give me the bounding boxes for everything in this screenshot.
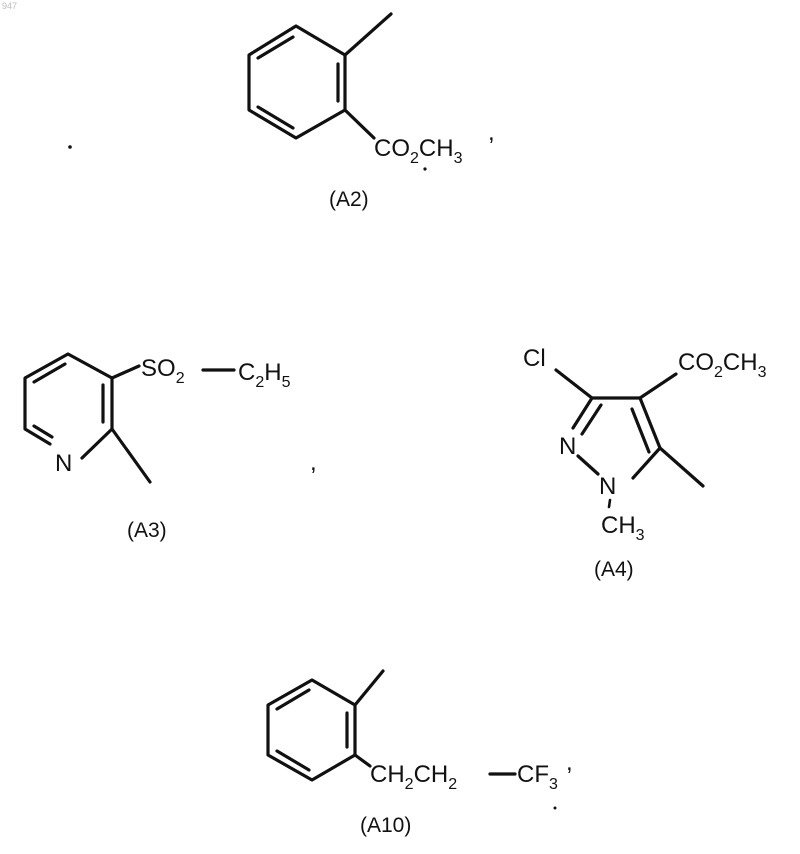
a3-pyridine-ring: [25, 354, 112, 444]
a4-nitrogen-1: N: [599, 473, 616, 500]
page-number: 947: [2, 1, 17, 11]
a10-chain-bond: [355, 755, 370, 766]
a10-inner-double-bond-top: [277, 690, 309, 709]
a4-methyl-bond: [660, 448, 703, 486]
a4-ring-bond-c5-n1: [633, 448, 660, 478]
speck-dot: [68, 145, 72, 149]
a2-label: (A2): [329, 188, 369, 211]
speck-dot: [554, 807, 557, 810]
structure-a2: CO2CH3 , (A2): [249, 14, 495, 211]
a3-inner-double-bond-top: [34, 364, 65, 382]
a3-ring-bond-n-c2: [82, 429, 112, 458]
a10-inner-double-bond-bottom: [277, 751, 309, 770]
a3-ethyl-group: C2H5: [238, 359, 291, 391]
structure-a10: CH2CH2 CF3 , (A10): [268, 671, 573, 837]
a2-methyl-bond: [345, 14, 391, 55]
a3-ring-nitrogen: N: [55, 450, 72, 477]
a4-ester-group: CO2CH3: [678, 349, 767, 381]
structure-a3: N SO2 C2H5 (A3): [25, 354, 291, 542]
a4-ester-bond: [640, 374, 676, 398]
a4-chlorine: Cl: [523, 345, 546, 372]
a3-so2-group: SO2: [141, 355, 185, 387]
speck-dot: [423, 167, 426, 170]
a4-nitrogen-2: N: [559, 433, 576, 460]
a2-benzene-ring: [249, 26, 345, 138]
a10-comma: ,: [566, 749, 573, 776]
a2-ester-bond: [345, 110, 374, 138]
a4-cl-bond: [556, 370, 592, 398]
a3-methyl-bond: [112, 429, 150, 482]
a10-cf3-group: CF3: [517, 761, 558, 793]
a3-label: (A3): [127, 519, 167, 542]
a4-label: (A4): [594, 558, 634, 581]
a10-benzene-ring: [268, 680, 355, 780]
a10-label: (A10): [360, 814, 411, 837]
a4-n-methyl-group: CH3: [601, 512, 645, 544]
structure-a4: Cl N N CO2CH3 CH3 (A4): [523, 345, 767, 581]
a10-chain-group: CH2CH2: [370, 761, 457, 793]
a4-ring-bond-n2-n1: [578, 456, 598, 474]
a3-sulfonyl-bond: [112, 366, 139, 378]
a2-comma: ,: [488, 119, 495, 146]
a10-methyl-bond: [355, 671, 383, 705]
a2-ester-group: CO2CH3: [374, 135, 463, 167]
a4-n-methyl-bond: [609, 500, 610, 507]
a3-comma: ,: [310, 449, 317, 476]
